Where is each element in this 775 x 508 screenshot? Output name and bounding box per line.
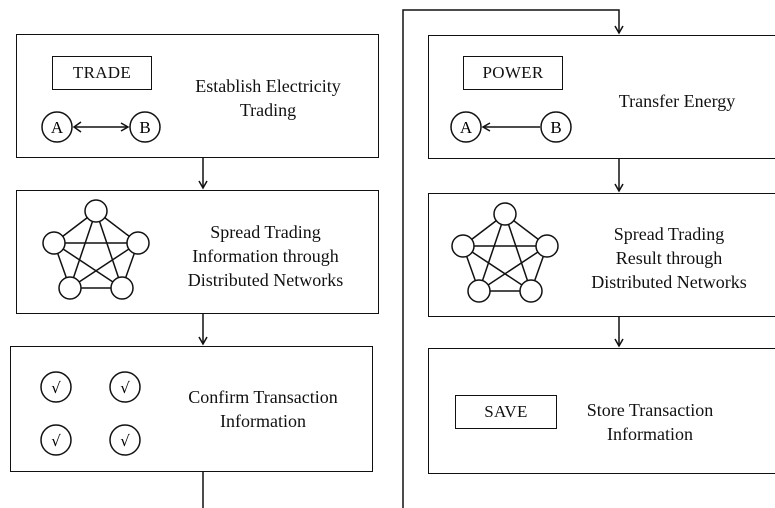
trade-tag: TRADE xyxy=(52,56,152,90)
store-transaction-label: Store Transaction Information xyxy=(586,400,714,444)
power-tag: POWER xyxy=(463,56,563,90)
transfer-energy-label: Transfer Energy xyxy=(618,91,736,111)
spread-trading-info-label: Spread Trading Information through Distr… xyxy=(187,222,344,290)
spread-trading-result-label: Spread Trading Result through Distribute… xyxy=(591,224,747,292)
box-establish-trading xyxy=(16,34,379,158)
confirm-transaction-label: Confirm Transaction Information xyxy=(188,387,338,431)
establish-trading-label: Establish Electricity Trading xyxy=(195,76,341,120)
save-tag: SAVE xyxy=(455,395,557,429)
